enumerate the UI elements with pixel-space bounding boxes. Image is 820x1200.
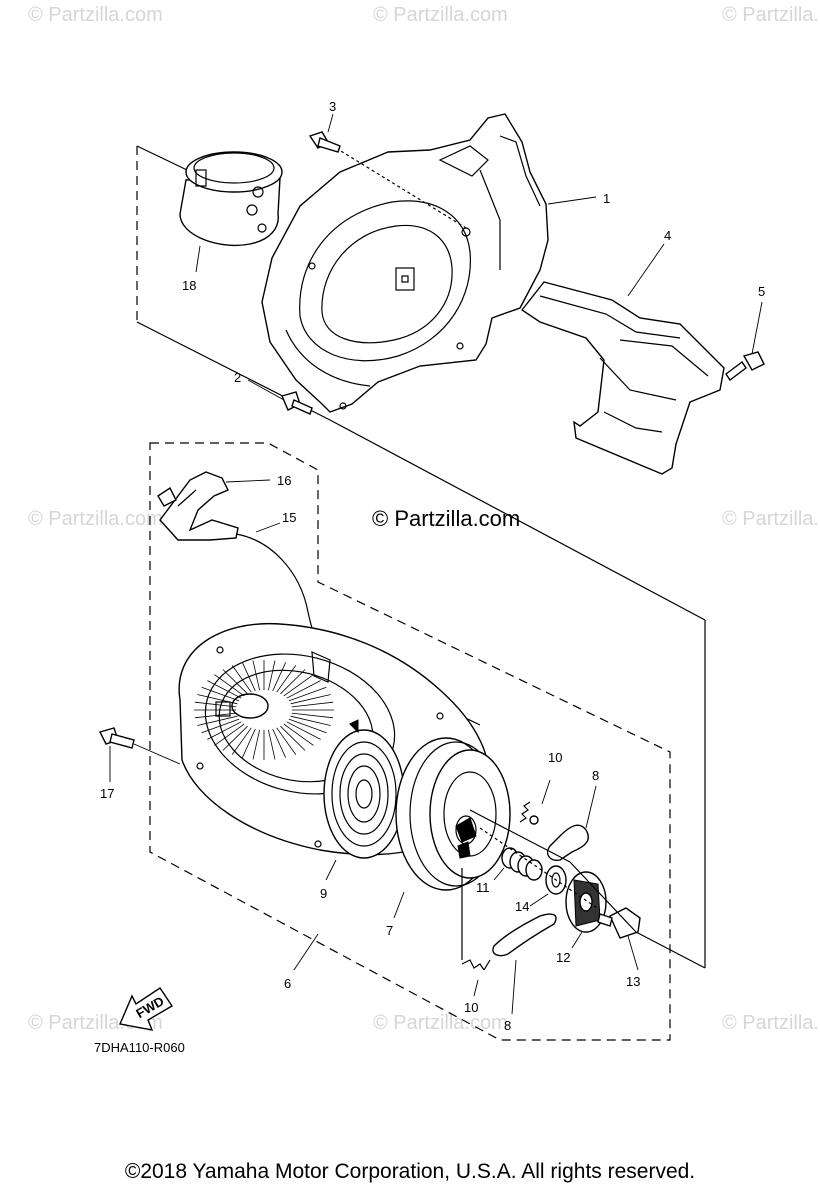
case-rib (283, 723, 314, 746)
case-rib (268, 729, 276, 760)
bolt-part-17 (98, 727, 181, 782)
case-rib (201, 686, 240, 702)
callout-2: 2 (234, 370, 241, 385)
case-rib (276, 665, 297, 693)
fan-cover-part-1 (261, 113, 597, 413)
watermark: © Partzilla.com (722, 4, 820, 26)
case-rib (280, 725, 306, 751)
case-rib (194, 712, 237, 719)
callout-7: 7 (386, 923, 393, 938)
watermark: © Partzilla.com (373, 4, 508, 26)
bolt-part-5 (725, 301, 765, 382)
pawl-part-8-upper (546, 785, 597, 861)
case-rib (242, 662, 256, 692)
bolt-part-3 (308, 113, 341, 153)
case-rib (201, 718, 240, 734)
callout-10-upper: 10 (548, 750, 562, 765)
callout-3: 3 (329, 99, 336, 114)
case-rib (286, 680, 321, 699)
watermark: © Partzilla.com (28, 4, 163, 26)
center-watermark: © Partzilla.com (372, 506, 521, 531)
callout-5: 5 (758, 284, 765, 299)
case-rib (242, 728, 256, 758)
case-rib (207, 680, 242, 699)
callout-10-lower: 10 (464, 1000, 478, 1015)
bolt-part-2 (247, 379, 313, 415)
case-rib (214, 723, 245, 746)
watermark: © Partzilla.com (28, 508, 163, 530)
case-rib (268, 660, 276, 691)
callout-1: 1 (603, 191, 610, 206)
case-rib (283, 674, 314, 697)
callout-9: 9 (320, 886, 327, 901)
pawl-part-8-lower (492, 913, 557, 1015)
axis-lines (469, 809, 637, 933)
spring-part-10-lower (461, 868, 491, 997)
callout-4: 4 (664, 228, 671, 243)
case-rib (252, 660, 260, 691)
case-rib (252, 729, 260, 760)
watermark: © Partzilla.com (373, 1012, 508, 1034)
callout-14: 14 (515, 899, 529, 914)
callout-13: 13 (626, 974, 640, 989)
callout-16: 16 (277, 473, 291, 488)
case-rib (194, 701, 237, 708)
callout-8-upper: 8 (592, 768, 599, 783)
upper-frame (136, 145, 706, 969)
callout-8-lower: 8 (504, 1018, 511, 1033)
washer-part-14 (529, 865, 567, 907)
starter-cup-part-18 (179, 151, 283, 273)
leader-part-6 (293, 933, 319, 971)
diagram-code: 7DHA110-R060 (94, 1040, 185, 1055)
case-rib (291, 701, 334, 708)
watermark: © Partzilla.com (722, 1012, 820, 1034)
callout-17: 17 (100, 786, 114, 801)
case-rib (222, 725, 248, 751)
case-rib (207, 721, 242, 740)
case-rib (290, 715, 331, 726)
case-rib (291, 712, 334, 719)
guard-part-4 (520, 243, 725, 475)
case-rib (231, 727, 252, 755)
watermark: © Partzilla.com (722, 508, 820, 530)
case-rib (288, 686, 327, 702)
spring-part-11 (493, 847, 543, 881)
case-rib (231, 665, 252, 693)
callout-15: 15 (282, 510, 296, 525)
case-rib (288, 718, 327, 734)
fwd-arrow: FWD (119, 987, 173, 1031)
case-rib (214, 674, 245, 697)
screw-part-13 (597, 907, 641, 971)
case-rib (290, 694, 331, 705)
case-rib (197, 715, 238, 726)
case-rib (276, 727, 297, 755)
spring-part-10-upper (519, 779, 551, 825)
case-rib (197, 694, 238, 705)
callout-12: 12 (556, 950, 570, 965)
kit-box-6 (149, 442, 671, 1041)
case-rib (222, 669, 248, 695)
case-rib (272, 662, 286, 692)
copyright-footer: ©2018 Yamaha Motor Corporation, U.S.A. A… (124, 1160, 696, 1183)
reel-part-7 (393, 737, 511, 919)
case-rib (280, 669, 306, 695)
callout-18: 18 (182, 278, 196, 293)
case-rib (286, 721, 321, 740)
callout-11: 11 (476, 880, 490, 895)
case-rib (272, 728, 286, 758)
handle-part-16 (157, 471, 271, 541)
callout-6: 6 (284, 976, 291, 991)
